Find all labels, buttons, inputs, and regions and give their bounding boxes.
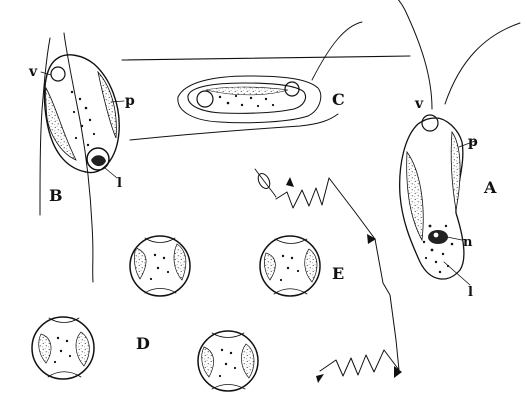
figure-a-vacuole [422, 115, 438, 131]
figure-a-label-l: l [468, 285, 473, 300]
figure-e-arrow-1 [286, 177, 294, 187]
figure-e-zigzag-lower [320, 350, 399, 376]
figure-d-cyst-4 [198, 331, 258, 391]
figure-c-granules [219, 95, 274, 107]
figure-a-flagellum-right [445, 23, 520, 104]
figure-b-label-l: l [117, 176, 122, 191]
figure-e-arrow-2 [367, 234, 376, 244]
figure-d-cyst-1 [130, 236, 190, 296]
figure-b-flagellum [64, 33, 93, 282]
figure-b-vacuole [51, 67, 65, 81]
figure-b-label-v: v [28, 64, 38, 80]
figure-d-label: D [136, 334, 150, 353]
figure-b-nucleus-fill [91, 155, 106, 166]
figure-c-vacuole-left [197, 91, 213, 107]
figure-a-nucleus [428, 230, 448, 244]
figure-c-top-line [122, 56, 410, 60]
figure-e-zigzag-upper [276, 178, 329, 208]
figure-a-label-p: p [468, 134, 478, 150]
figure-b-right-plate [98, 72, 116, 138]
figure-a-nucleolus [434, 233, 439, 238]
figure-a-label-v: v [414, 96, 424, 112]
figure-d-cysts [32, 236, 320, 391]
figure-d-cyst-3 [32, 317, 94, 379]
figure-c-lower-thread [130, 114, 338, 140]
figure-e-trajectory [255, 169, 402, 383]
figure-e-arrow-4 [316, 374, 324, 383]
figure-c-label: C [332, 90, 345, 109]
figure-b-left-plate [46, 88, 76, 160]
figure-e-arrow-3 [394, 366, 402, 378]
figure-e-label: E [332, 264, 344, 283]
figure-a-pigment-plate [451, 132, 460, 210]
figure-d-cyst-2 [260, 236, 320, 296]
figure-b-label-p: p [125, 93, 135, 109]
figure-a-label-n: n [463, 235, 473, 250]
figure-e-organism-axis [255, 169, 276, 197]
figure-a-cell [354, 0, 520, 285]
figure-c-vacuole-right [285, 82, 299, 96]
figure-a-left-plate [407, 152, 424, 240]
figure-c-cell [122, 22, 410, 140]
figure-b-label: B [49, 186, 63, 205]
figure-c-plate [206, 87, 288, 95]
figure-a-label: A [483, 178, 497, 197]
figure-c-upper-thread [312, 22, 362, 80]
figure-a-flagellum-left [354, 0, 432, 109]
figure-b-cell [40, 33, 124, 282]
